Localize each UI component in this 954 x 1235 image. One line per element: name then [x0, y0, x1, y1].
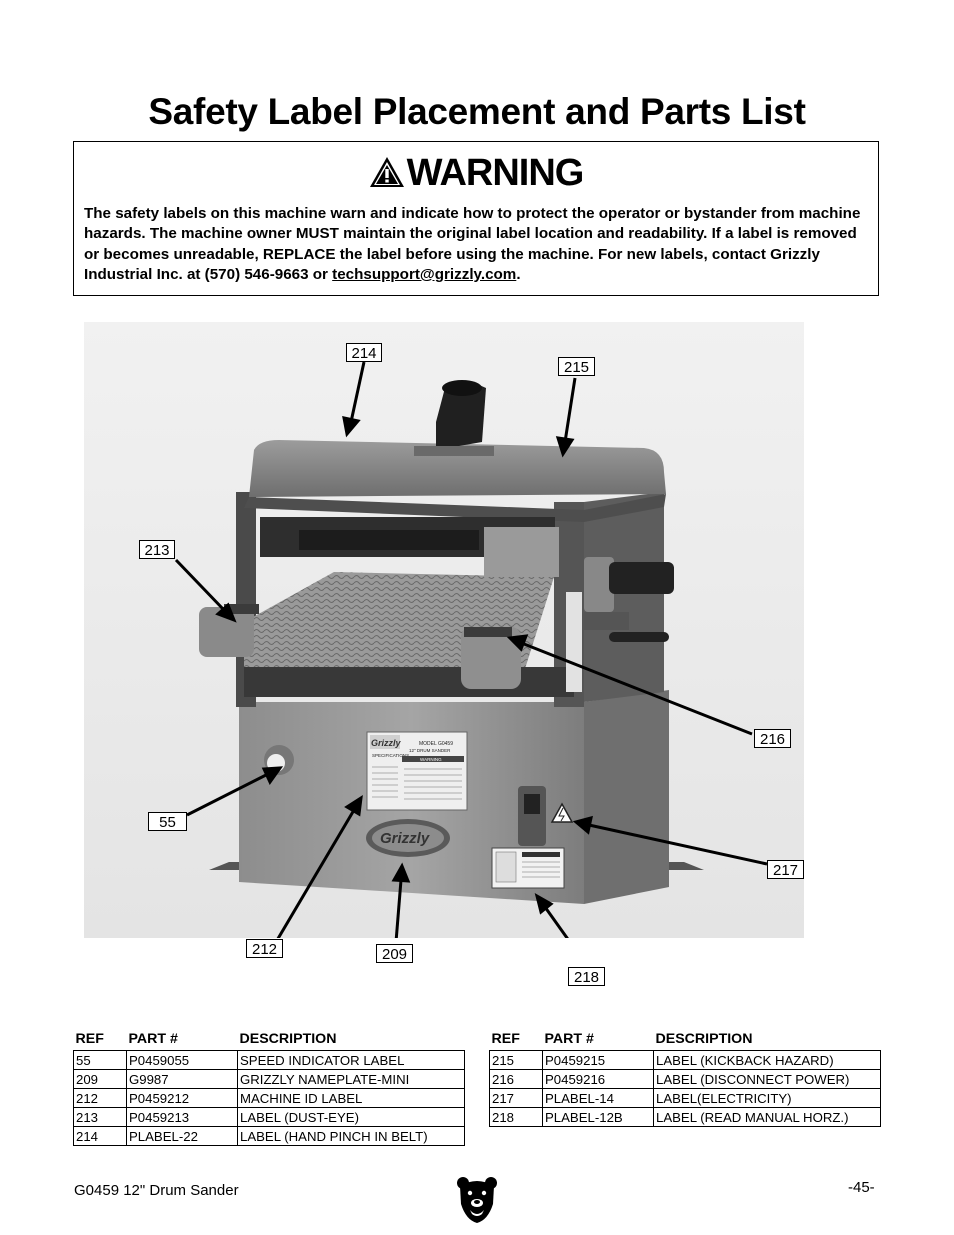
cell-ref: 212	[73, 1088, 127, 1108]
table-row: 212 P0459212 MACHINE ID LABEL	[73, 1088, 465, 1108]
support-email-link[interactable]: techsupport@grizzly.com	[332, 265, 517, 283]
cell-part: P0459213	[126, 1107, 238, 1127]
warning-text: The safety labels on this machine warn a…	[84, 204, 870, 285]
table-row: 216 P0459216 LABEL (DISCONNECT POWER)	[489, 1069, 881, 1089]
cell-ref: 217	[489, 1088, 543, 1108]
warning-triangle-icon	[369, 155, 405, 198]
callout-214: 214	[346, 343, 382, 362]
id-label-spec: SPECIFICATIONS	[372, 753, 409, 758]
header-description: DESCRIPTION	[239, 1031, 337, 1047]
parts-table-left: REF PART # DESCRIPTION 55 P0459055 SPEED…	[73, 1028, 465, 1146]
cell-part: P0459212	[126, 1088, 238, 1108]
warning-end: .	[516, 265, 521, 283]
callout-55: 55	[148, 812, 187, 831]
table-header-row: REF PART # DESCRIPTION	[490, 1028, 881, 1051]
table-row: 55 P0459055 SPEED INDICATOR LABEL	[73, 1050, 465, 1070]
id-label-model: MODEL G0459	[419, 741, 453, 747]
page-title: Safety Label Placement and Parts List	[148, 90, 806, 132]
warning-heading: WARNING	[74, 152, 878, 198]
cell-ref: 214	[73, 1126, 127, 1146]
table-row: 218 PLABEL-12B LABEL (READ MANUAL HORZ.)	[489, 1107, 881, 1127]
cell-part: PLABEL-12B	[542, 1107, 654, 1127]
callout-215: 215	[558, 357, 595, 376]
table-row: 217 PLABEL-14 LABEL(ELECTRICITY)	[489, 1088, 881, 1108]
header-part: PART #	[544, 1031, 594, 1047]
table-row: 213 P0459213 LABEL (DUST-EYE)	[73, 1107, 465, 1127]
cell-part: P0459055	[126, 1050, 238, 1070]
header-part: PART #	[128, 1031, 178, 1047]
cell-part: PLABEL-22	[126, 1126, 238, 1146]
header-ref: REF	[75, 1031, 104, 1047]
cell-desc: SPEED INDICATOR LABEL	[237, 1050, 465, 1070]
table-row: 214 PLABEL-22 LABEL (HAND PINCH IN BELT)	[73, 1126, 465, 1146]
cell-desc: MACHINE ID LABEL	[237, 1088, 465, 1108]
callout-217: 217	[767, 860, 804, 879]
cell-desc: GRIZZLY NAMEPLATE-MINI	[237, 1069, 465, 1089]
grizzly-bear-logo-icon	[456, 1176, 498, 1229]
cell-desc: LABEL (HAND PINCH IN BELT)	[237, 1126, 465, 1146]
cell-desc: LABEL(ELECTRICITY)	[653, 1088, 881, 1108]
warning-heading-text: WARNING	[406, 152, 585, 194]
table-row: 215 P0459215 LABEL (KICKBACK HAZARD)	[489, 1050, 881, 1070]
callout-213: 213	[139, 540, 175, 559]
table-row: 209 G9987 GRIZZLY NAMEPLATE-MINI	[73, 1069, 465, 1089]
cell-desc: LABEL (DISCONNECT POWER)	[653, 1069, 881, 1089]
id-label-model-desc: 12" DRUM SANDER	[409, 748, 451, 753]
cell-ref: 216	[489, 1069, 543, 1089]
callout-209: 209	[376, 944, 413, 963]
cell-desc: LABEL (READ MANUAL HORZ.)	[653, 1107, 881, 1127]
page-number: -45-	[848, 1179, 875, 1196]
cell-desc: LABEL (DUST-EYE)	[237, 1107, 465, 1127]
cell-ref: 215	[489, 1050, 543, 1070]
nameplate-text: Grizzly	[380, 830, 430, 847]
header-description: DESCRIPTION	[655, 1031, 753, 1047]
cell-part: P0459215	[542, 1050, 654, 1070]
callout-218: 218	[568, 967, 605, 986]
cell-part: PLABEL-14	[542, 1088, 654, 1108]
id-label-brand: Grizzly	[371, 738, 402, 748]
callout-212: 212	[246, 939, 283, 958]
id-label-warning: WARNING	[420, 757, 442, 762]
warning-body: The safety labels on this machine warn a…	[84, 205, 861, 283]
cell-ref: 213	[73, 1107, 127, 1127]
parts-table-right: REF PART # DESCRIPTION 215 P0459215 LABE…	[489, 1028, 881, 1127]
drum-sander-photo: Grizzly MODEL G0459 12" DRUM SANDER SPEC…	[84, 322, 804, 938]
cell-part: P0459216	[542, 1069, 654, 1089]
callout-216: 216	[754, 729, 791, 748]
header-ref: REF	[491, 1031, 520, 1047]
cell-ref: 55	[73, 1050, 127, 1070]
cell-ref: 218	[489, 1107, 543, 1127]
cell-part: G9987	[126, 1069, 238, 1089]
cell-desc: LABEL (KICKBACK HAZARD)	[653, 1050, 881, 1070]
table-header-row: REF PART # DESCRIPTION	[74, 1028, 465, 1051]
footer-model: G0459 12" Drum Sander	[74, 1182, 239, 1199]
cell-ref: 209	[73, 1069, 127, 1089]
warning-box: WARNING The safety labels on this machin…	[73, 141, 879, 296]
